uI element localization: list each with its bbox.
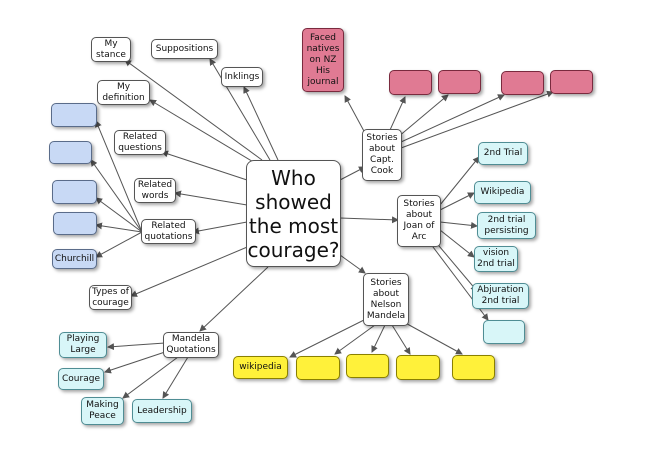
my-stance-node[interactable]: My stance (91, 37, 131, 62)
joan-persisting-node[interactable]: 2nd trial persisting (477, 212, 536, 239)
edge-joan-persisting (439, 221, 478, 229)
edge-to-related-quotations (192, 221, 248, 235)
edge-to-capt-cook (339, 166, 366, 181)
mandela-child-node[interactable] (346, 354, 389, 378)
edge-mandela-child-2 (334, 324, 376, 355)
types-of-courage-node[interactable]: Types of courage (89, 285, 132, 310)
edge-cook-child-5 (400, 90, 554, 149)
edge-mq-leadership (162, 356, 189, 399)
edge-cook-child-3 (397, 94, 449, 138)
joan-vision-node[interactable]: vision 2nd trial (474, 246, 518, 272)
joan-2nd-trial-node[interactable]: 2nd Trial (478, 142, 528, 165)
mandela-quotations-node[interactable]: Mandela Quotations (163, 332, 219, 358)
edge-joan-abjuration (433, 239, 478, 292)
quotation-child-node[interactable] (53, 212, 97, 235)
edge-joan-2nd-trial (439, 156, 480, 206)
mandela-child-node[interactable] (396, 355, 440, 380)
quotation-child-node[interactable] (52, 180, 97, 204)
cook-child-node[interactable] (501, 71, 544, 95)
mandela-child-node[interactable] (296, 356, 340, 380)
mandela-wikipedia-node[interactable]: wikipedia (233, 356, 288, 379)
suppositions-node[interactable]: Suppositions (151, 39, 218, 59)
playing-large-node[interactable]: Playing Large (59, 332, 107, 358)
edge-quote-child-5 (95, 231, 143, 258)
cook-child-node[interactable] (550, 70, 593, 94)
edge-to-joan-of-arc (339, 216, 399, 224)
edge-mq-making-peace (122, 356, 179, 399)
cook-child-node[interactable] (438, 70, 481, 94)
central-question-node[interactable]: Who showed the most courage? (246, 160, 341, 267)
joan-abjuration-node[interactable]: Abjuration 2nd trial (472, 283, 529, 309)
edge-cook-journal (344, 95, 366, 134)
churchill-node[interactable]: Churchill (52, 249, 97, 269)
edge-to-my-stance (124, 59, 263, 161)
edge-mq-playing-large (107, 342, 166, 351)
edge-quote-child-3 (95, 197, 143, 233)
joan-of-arc-node[interactable]: Stories about Joan of Arc (397, 195, 441, 247)
edge-to-mandela-quotations (199, 266, 269, 332)
edge-mq-courage (104, 350, 169, 374)
my-definition-node[interactable]: My definition (97, 80, 150, 105)
leadership-node[interactable]: Leadership (132, 399, 192, 423)
edge-mandela-child-5 (399, 319, 463, 355)
edge-quote-child-4 (95, 222, 143, 233)
nelson-mandela-node[interactable]: Stories about Nelson Mandela (363, 273, 409, 326)
making-peace-node[interactable]: Making Peace (81, 397, 124, 425)
related-questions-node[interactable]: Related questions (114, 130, 166, 155)
capt-cook-node[interactable]: Stories about Capt. Cook (362, 129, 402, 181)
edge-to-inklings (243, 86, 279, 161)
edge-quote-child-1 (95, 120, 143, 233)
edge-to-related-words (174, 190, 248, 206)
joan-wikipedia-node[interactable]: Wikipedia (474, 181, 531, 204)
edge-mandela-child-3 (371, 324, 386, 353)
cook-journal-node[interactable]: Faced natives on NZ His journal (302, 28, 344, 92)
courage-node[interactable]: Courage (58, 368, 104, 390)
quotation-child-node[interactable] (49, 141, 92, 164)
edge-to-my-definition (149, 99, 256, 164)
edge-mandela-wikipedia (289, 317, 369, 358)
edge-mandela-child-4 (391, 324, 411, 355)
edge-joan-vision (439, 229, 475, 258)
edge-joan-wikipedia (439, 192, 475, 211)
edge-cook-child-4 (400, 94, 505, 143)
quotation-child-node[interactable] (51, 103, 97, 127)
edge-to-nelson-mandela (339, 254, 366, 274)
edge-to-related-questions (161, 150, 248, 181)
edge-quote-child-2 (90, 159, 143, 233)
related-quotations-node[interactable]: Related quotations (141, 219, 196, 244)
joan-child-node[interactable] (483, 320, 525, 344)
related-words-node[interactable]: Related words (134, 178, 176, 203)
cook-child-node[interactable] (389, 70, 432, 95)
edge-to-suppositions (209, 58, 271, 161)
edge-cook-child-2 (389, 96, 406, 131)
mandela-child-node[interactable] (452, 355, 495, 380)
edge-to-types-of-courage (130, 244, 253, 297)
inklings-node[interactable]: Inklings (221, 67, 263, 87)
